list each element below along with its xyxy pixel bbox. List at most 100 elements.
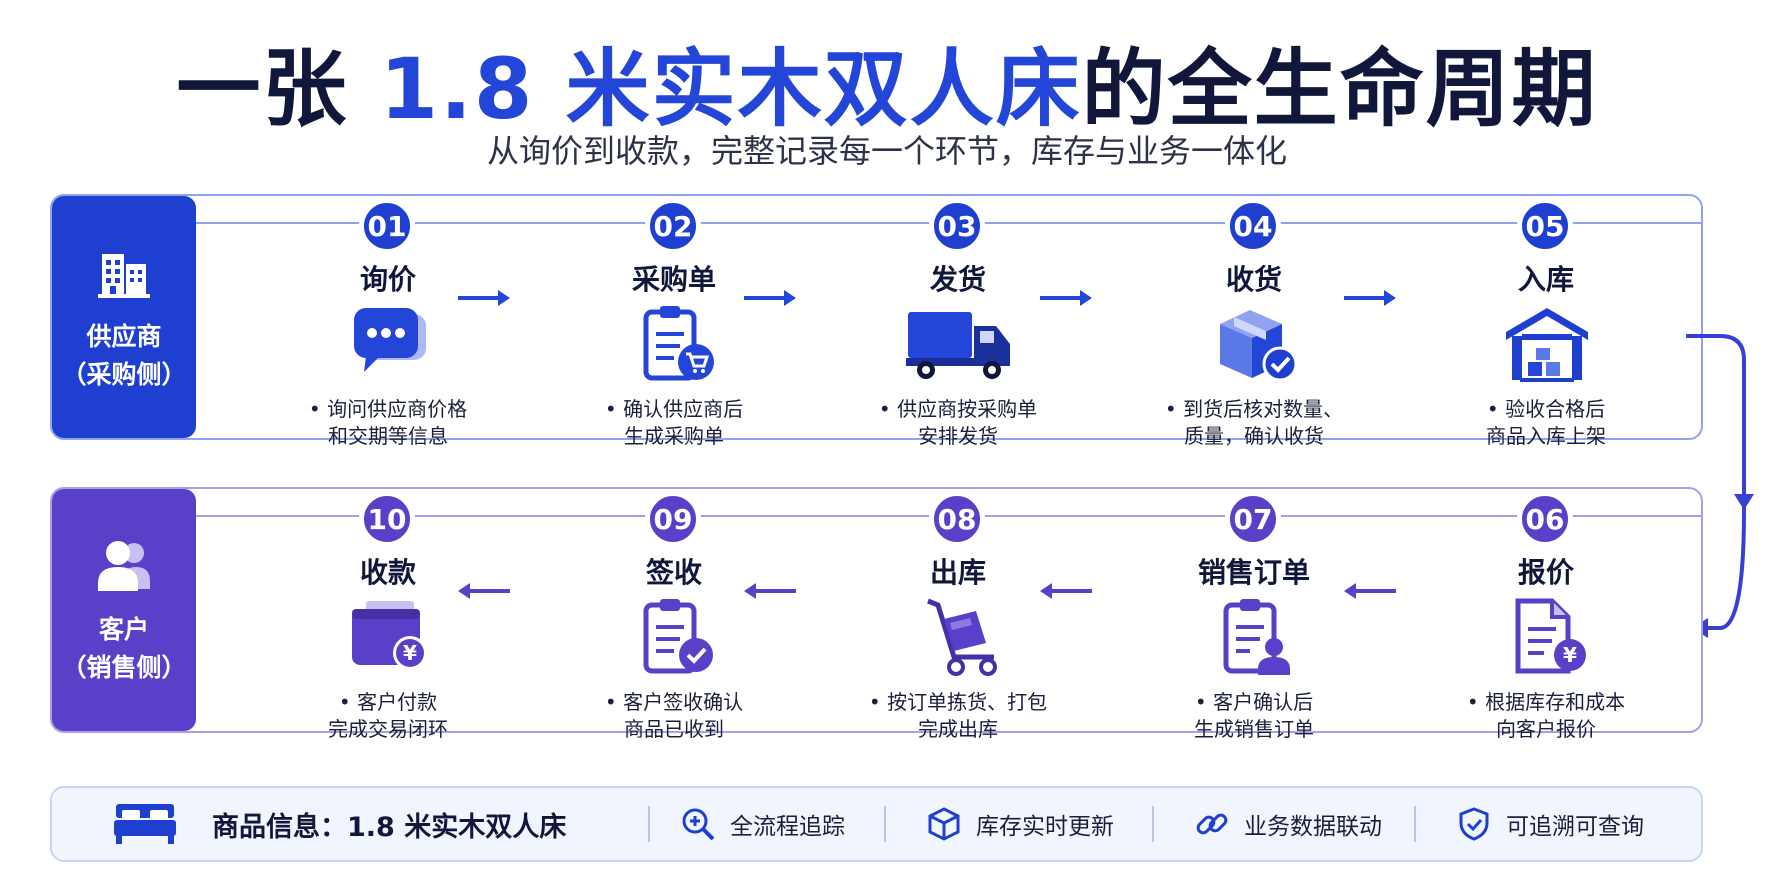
svg-text:¥: ¥ <box>403 641 417 665</box>
divider <box>1414 806 1416 842</box>
clipboard-check-icon <box>643 599 713 674</box>
title-prefix: 一张 <box>176 40 380 138</box>
desc-line-2: 完成出库 <box>918 717 998 741</box>
supplier-label: 供应商 <box>86 322 162 351</box>
step-title: 采购单 <box>631 263 716 296</box>
feature-item: 全流程追踪 <box>680 788 845 860</box>
customer-label: 客户 <box>98 615 149 644</box>
desc-line-1: • 按订单拣货、打包 <box>868 690 1048 714</box>
supplier-sublabel: （采购侧） <box>61 360 187 389</box>
title-suffix: 的全生命周期 <box>1081 40 1598 138</box>
users-icon <box>98 541 150 591</box>
step-number: 03 <box>929 198 985 254</box>
feature-label: 库存实时更新 <box>976 814 1114 840</box>
box-check-icon <box>1220 310 1298 382</box>
clipboard-user-icon <box>1223 599 1290 675</box>
step-title: 询价 <box>359 263 416 296</box>
truck-icon <box>906 312 1010 379</box>
divider <box>1152 806 1154 842</box>
page-subtitle: 从询价到收款，完整记录每一个环节，库存与业务一体化 <box>486 132 1287 170</box>
desc-line-2: 生成销售订单 <box>1194 717 1314 741</box>
product-info-bar: 商品信息：1.8 米实木双人床 全流程追踪 库存实时更新 业务数据联动 <box>50 786 1703 862</box>
page-title: 一张 1.8 米实木双人床的全生命周期 <box>0 22 1774 143</box>
step-number: 07 <box>1225 491 1281 547</box>
link-icon <box>1196 813 1228 835</box>
desc-line-2: 向客户报价 <box>1496 717 1596 741</box>
arrow-left-icon <box>744 583 796 599</box>
step-description: • 验收合格后商品入库上架 <box>1416 396 1676 450</box>
desc-line-1: • 到货后核对数量、 <box>1164 397 1344 421</box>
arrow-left-icon <box>1040 583 1092 599</box>
title-highlight: 1.8 米实木双人床 <box>379 40 1082 138</box>
step-title: 出库 <box>929 556 986 589</box>
step-number: 01 <box>359 198 415 254</box>
customer-sublabel: （销售侧） <box>61 653 187 682</box>
wallet-yen-icon: ¥ <box>352 601 427 670</box>
customer-side-label: 客户 （销售侧） <box>52 489 196 731</box>
desc-line-1: • 客户确认后 <box>1194 690 1314 714</box>
product-info: 商品信息：1.8 米实木双人床 <box>112 788 566 860</box>
arrow-left-icon <box>458 583 510 599</box>
cube-icon <box>928 807 960 841</box>
desc-line-1: • 询问供应商价格 <box>308 397 468 421</box>
feature-label: 业务数据联动 <box>1244 814 1382 840</box>
step-number: 04 <box>1225 198 1281 254</box>
step-description: • 客户确认后生成销售订单 <box>1124 689 1384 743</box>
step-title: 报价 <box>1517 556 1574 589</box>
feature-item: 库存实时更新 <box>926 788 1114 860</box>
svg-text:¥: ¥ <box>1563 643 1577 667</box>
step-description: • 确认供应商后生成采购单 <box>544 396 804 450</box>
step-number: 08 <box>929 491 985 547</box>
step-description: • 客户付款完成交易闭环 <box>258 689 518 743</box>
feature-item: 可追溯可查询 <box>1456 788 1644 860</box>
arrow-left-icon <box>1344 583 1396 599</box>
arrow-right-icon <box>1040 290 1092 306</box>
chat-bubble-icon <box>354 308 426 372</box>
supplier-panel: 供应商 （采购侧） 01 询价 • 询问供应商价格和交期等信息 02 采购单 • <box>50 194 1703 448</box>
step-description: • 客户签收确认商品已收到 <box>544 689 804 743</box>
product-info-label: 商品信息：1.8 米实木双人床 <box>212 811 567 843</box>
desc-line-1: • 供应商按采购单 <box>878 397 1038 421</box>
divider <box>884 806 886 842</box>
step-description: • 供应商按采购单安排发货 <box>828 396 1088 450</box>
desc-line-2: 商品已收到 <box>624 717 724 741</box>
step-title: 收货 <box>1225 263 1282 296</box>
search-plus-icon <box>682 808 715 841</box>
desc-line-2: 质量，确认收货 <box>1184 424 1324 448</box>
feature-label: 全流程追踪 <box>730 814 845 840</box>
desc-line-1: • 根据库存和成本 <box>1466 690 1626 714</box>
step-title: 销售订单 <box>1197 556 1310 589</box>
shield-check-icon <box>1459 807 1489 841</box>
warehouse-icon <box>1506 308 1588 382</box>
step-number: 10 <box>359 491 415 547</box>
feature-item: 业务数据联动 <box>1194 788 1382 860</box>
arrow-right-icon <box>744 290 796 306</box>
step-description: • 按订单拣货、打包完成出库 <box>828 689 1088 743</box>
step-description: • 到货后核对数量、质量，确认收货 <box>1124 396 1384 450</box>
desc-line-2: 生成采购单 <box>624 424 724 448</box>
hand-cart-icon <box>927 598 997 676</box>
desc-line-1: • 验收合格后 <box>1486 397 1606 421</box>
desc-line-2: 商品入库上架 <box>1486 424 1606 448</box>
step-number: 09 <box>645 491 701 547</box>
desc-line-1: • 客户签收确认 <box>604 690 744 714</box>
desc-line-1: • 客户付款 <box>338 690 438 714</box>
customer-panel: 客户 （销售侧） 10 收款 ¥ • 客户付款完成交易闭环 09 签收 <box>50 487 1703 741</box>
desc-line-2: 安排发货 <box>918 424 998 448</box>
arrow-right-icon <box>1344 290 1396 306</box>
step-description: • 根据库存和成本向客户报价 <box>1416 689 1676 743</box>
building-icon <box>98 254 150 298</box>
desc-line-1: • 确认供应商后 <box>604 397 744 421</box>
supplier-side-label: 供应商 （采购侧） <box>52 196 196 438</box>
document-yen-icon: ¥ <box>1515 598 1586 674</box>
step-number: 06 <box>1517 491 1573 547</box>
clipboard-cart-icon <box>643 306 714 381</box>
feature-label: 可追溯可查询 <box>1506 814 1644 840</box>
bed-icon <box>114 804 176 844</box>
step-description: • 询问供应商价格和交期等信息 <box>258 396 518 450</box>
divider <box>648 806 650 842</box>
step-title: 入库 <box>1517 263 1574 296</box>
step-title: 签收 <box>645 556 702 589</box>
step-title: 收款 <box>359 556 416 589</box>
desc-line-2: 和交期等信息 <box>328 424 448 448</box>
